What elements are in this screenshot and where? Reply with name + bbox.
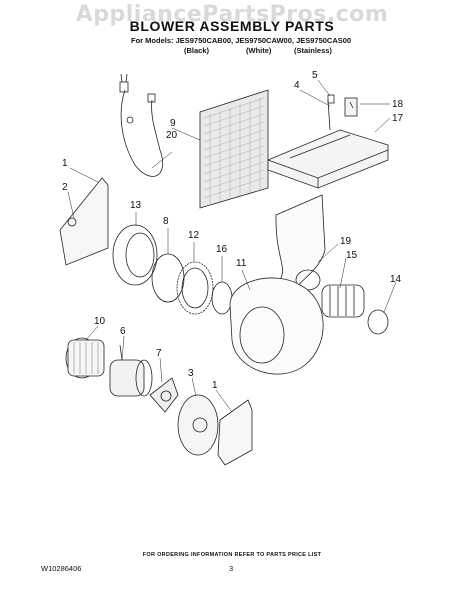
callout-7: 7 <box>156 348 162 359</box>
leader-lines <box>67 79 397 413</box>
blower-plate <box>177 394 219 456</box>
blower-housing <box>229 277 324 375</box>
callout-6: 6 <box>120 326 126 337</box>
damper-parts <box>327 94 358 131</box>
callout-17: 17 <box>392 113 404 124</box>
ring-clip <box>211 281 233 315</box>
flex-duct <box>321 284 365 318</box>
callout-13: 13 <box>130 200 142 211</box>
ordering-note: FOR ORDERING INFORMATION REFER TO PARTS … <box>142 552 322 558</box>
variant-black: (Black) <box>184 46 210 55</box>
mounting-bracket-top <box>59 177 109 266</box>
callout-11: 11 <box>236 258 247 269</box>
callout-3: 3 <box>188 368 194 379</box>
callout-12: 12 <box>188 230 200 241</box>
gasket <box>176 261 214 315</box>
callout-14: 14 <box>390 274 402 285</box>
watermark: AppliancePartsPros.com <box>75 2 389 27</box>
callout-2: 2 <box>62 182 68 193</box>
blower-top-housing <box>267 129 389 189</box>
callout-18: 18 <box>392 99 404 110</box>
mounting-bracket-bottom <box>217 399 253 466</box>
part-callouts: 1 2 13 8 12 16 11 9 20 4 5 18 17 19 15 1… <box>62 70 404 391</box>
page-title: BLOWER ASSEMBLY PARTS <box>129 18 335 34</box>
callout-1-top: 1 <box>62 158 68 169</box>
models-line: For Models: JES9750CAB00, JES9750CAW00, … <box>131 36 352 45</box>
callout-19: 19 <box>340 236 352 247</box>
callout-1-bottom: 1 <box>212 380 218 391</box>
callout-16: 16 <box>216 244 228 255</box>
grille-screen <box>199 89 269 209</box>
document-number: W10286406 <box>41 564 82 573</box>
callout-4: 4 <box>294 80 300 91</box>
blower-wheel <box>65 337 105 379</box>
duct-clamp <box>367 309 389 335</box>
power-cord <box>119 73 164 177</box>
motor-mount <box>149 377 179 413</box>
callout-8: 8 <box>163 216 169 227</box>
variant-white: (White) <box>246 46 272 55</box>
blower-motor <box>109 344 153 397</box>
callout-10: 10 <box>94 316 106 327</box>
variant-stainless: (Stainless) <box>294 46 332 55</box>
callout-15: 15 <box>346 250 358 261</box>
callout-5: 5 <box>312 70 318 81</box>
page-number: 3 <box>229 564 234 573</box>
seal-ring <box>151 253 185 303</box>
callout-9: 9 <box>170 118 176 129</box>
callout-20: 20 <box>166 130 178 141</box>
blower-ring <box>112 224 158 286</box>
